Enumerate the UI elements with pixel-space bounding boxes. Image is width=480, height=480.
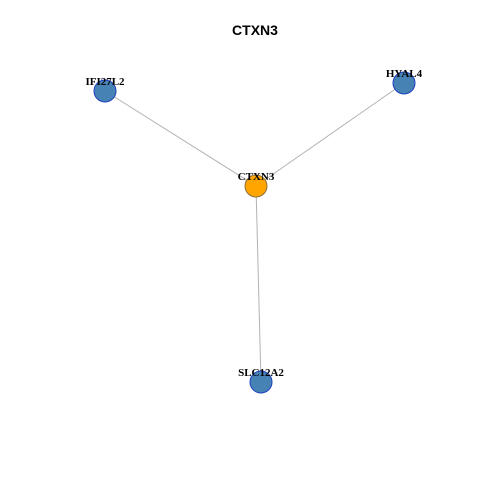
node-label-ifi27l2: IFI27L2 [85, 76, 125, 88]
node-slc12a2[interactable]: SLC12A2 [238, 367, 284, 394]
diagram-title: CTXN3 [232, 22, 278, 38]
edge-ctxn3-hyal4 [255, 82, 405, 187]
node-ifi27l2[interactable]: IFI27L2 [85, 76, 125, 103]
node-ctxn3[interactable]: CTXN3 [238, 171, 275, 198]
edge-layer [104, 82, 405, 383]
edge-ctxn3-slc12a2 [255, 185, 262, 383]
node-circle-hyal4[interactable] [392, 71, 416, 95]
node-hyal4[interactable]: HYAL4 [386, 68, 423, 95]
node-circle-ifi27l2[interactable] [93, 79, 117, 103]
node-label-slc12a2: SLC12A2 [238, 367, 284, 379]
node-label-ctxn3: CTXN3 [238, 171, 275, 183]
node-label-hyal4: HYAL4 [386, 68, 423, 80]
edge-ctxn3-ifi27l2 [104, 90, 257, 187]
node-circle-ctxn3[interactable] [244, 174, 268, 198]
node-circle-slc12a2[interactable] [249, 370, 273, 394]
